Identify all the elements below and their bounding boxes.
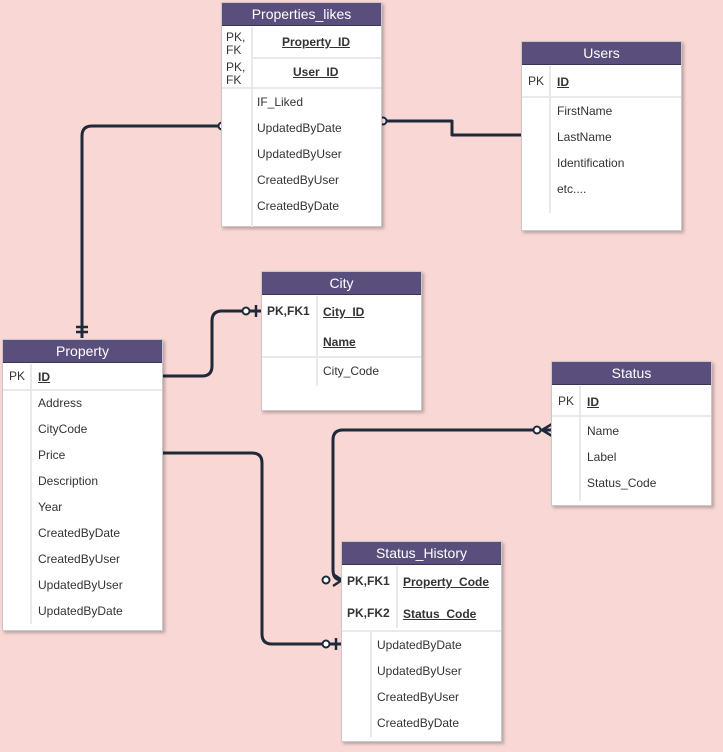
field: UpdatedByUser	[38, 578, 123, 592]
field: Address	[38, 396, 83, 410]
field: etc....	[557, 182, 587, 196]
entity-title: Status_History	[342, 542, 501, 565]
field: Year	[38, 500, 63, 514]
divider	[579, 386, 581, 501]
field: FirstName	[557, 104, 613, 118]
key-field: ID	[557, 75, 569, 89]
field: CityCode	[38, 422, 88, 436]
field: UpdatedByDate	[257, 121, 342, 135]
zero-marker	[532, 425, 542, 435]
entity-properties-likes[interactable]: Properties_likes PK, FK Property_ID PK, …	[221, 2, 382, 227]
key-label: PK,FK1	[267, 304, 310, 318]
zero-marker	[241, 306, 251, 316]
key-field: Name	[323, 335, 356, 349]
field: CreatedByUser	[377, 690, 460, 704]
field: City_Code	[323, 364, 380, 378]
connector-property-statushistory	[161, 451, 342, 646]
entity-title: Status	[552, 362, 711, 385]
key-label: PK	[9, 369, 26, 383]
field: CreatedByDate	[377, 716, 460, 730]
entity-title: Properties_likes	[222, 3, 381, 26]
divider	[316, 296, 318, 386]
key-field: ID	[38, 370, 50, 384]
entity-property[interactable]: Property PK ID Address CityCode Price De…	[2, 339, 163, 631]
key-label: PK	[528, 74, 545, 88]
one-marker	[76, 325, 88, 334]
connector-likes-users	[386, 119, 522, 137]
field: CreatedByUser	[38, 552, 121, 566]
divider	[252, 57, 381, 59]
field: Name	[587, 424, 620, 438]
field: CreatedByUser	[257, 173, 340, 187]
field: UpdatedByUser	[377, 664, 462, 678]
divider	[552, 415, 711, 417]
divider	[342, 630, 501, 632]
connector-likes-property	[80, 124, 218, 338]
divider	[522, 96, 681, 98]
divider	[251, 27, 253, 227]
zero-marker	[321, 639, 331, 649]
entity-status-history[interactable]: Status_History PK,FK1 Property_Code PK,F…	[341, 541, 502, 742]
field: Description	[38, 474, 99, 488]
divider	[370, 632, 372, 737]
key-field: Property_Code	[403, 575, 490, 589]
entity-users[interactable]: Users PK ID FirstName LastName Identific…	[521, 41, 682, 231]
entity-title: City	[262, 272, 421, 295]
key-field: Property_ID	[282, 35, 351, 49]
field: Label	[587, 450, 617, 464]
divider	[262, 356, 421, 358]
field: Status_Code	[587, 476, 657, 490]
key-field: User_ID	[293, 65, 339, 79]
divider	[396, 566, 398, 628]
key-label: PK	[558, 394, 575, 408]
field: CreatedByDate	[38, 526, 121, 540]
field: CreatedByDate	[257, 199, 340, 213]
key-label: PK,FK2	[347, 606, 390, 620]
divider	[222, 87, 381, 89]
field: Identification	[557, 156, 625, 170]
entity-title: Property	[3, 340, 162, 363]
divider	[3, 389, 162, 391]
zero-marker	[321, 575, 331, 585]
key-label: PK, FK	[226, 60, 246, 87]
key-field: City_ID	[323, 305, 365, 319]
field: Price	[38, 448, 66, 462]
key-label: PK,FK1	[347, 574, 390, 588]
entity-title: Users	[522, 42, 681, 65]
field: IF_Liked	[257, 95, 304, 109]
divider	[30, 364, 32, 624]
field: UpdatedByUser	[257, 147, 342, 161]
entity-city[interactable]: City PK,FK1 City_ID Name City_Code	[261, 271, 422, 411]
entity-status[interactable]: Status PK ID Name Label Status_Code	[551, 361, 712, 506]
field: UpdatedByDate	[377, 638, 462, 652]
key-label: PK, FK	[226, 30, 246, 57]
key-field: ID	[587, 395, 599, 409]
field: LastName	[557, 130, 612, 144]
connector-property-city	[161, 309, 262, 378]
field: UpdatedByDate	[38, 604, 123, 618]
divider	[549, 66, 551, 213]
key-field: Status_Code	[403, 607, 477, 621]
